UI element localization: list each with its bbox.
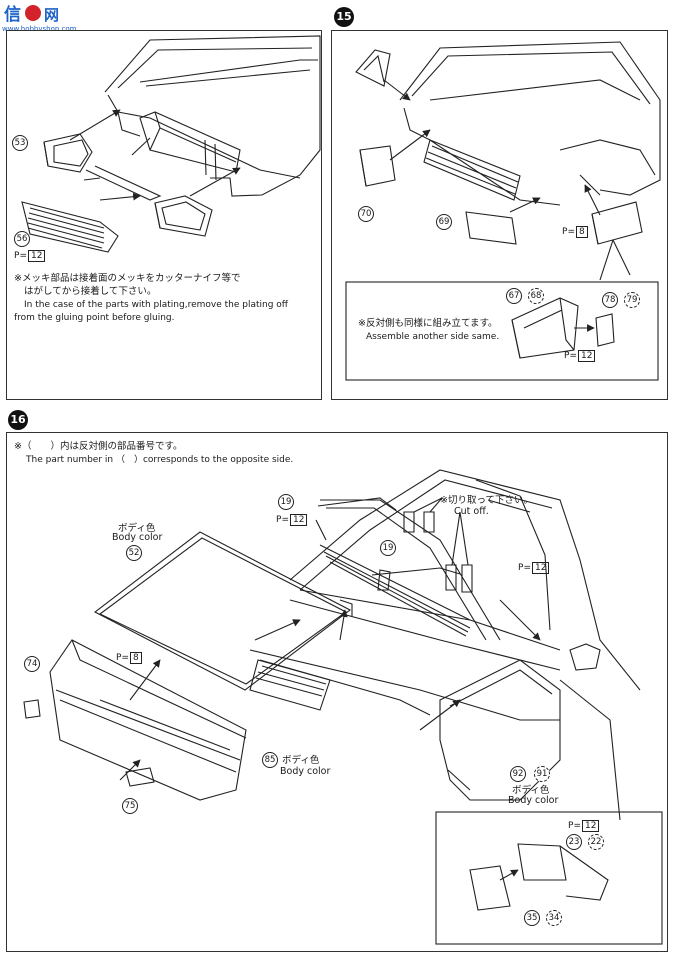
cut-off-note-en: Cut off.: [454, 506, 489, 517]
step-15-badge: 15: [334, 7, 354, 27]
pref-number: 8: [129, 652, 142, 664]
pref-letter: P: [568, 821, 574, 831]
part-78: 78: [602, 292, 618, 308]
panel14-note-en-2: from the gluing point before gluing.: [14, 313, 175, 323]
watermark-url: www.hobbyshop.com: [2, 25, 77, 33]
watermark-logo: 信 网 www.hobbyshop.com: [0, 0, 77, 36]
fender-body-color-en: Body color: [508, 795, 559, 806]
part-ref-p12: P=12: [564, 350, 596, 362]
part-ref-p12: P=12: [14, 250, 46, 262]
part-52: 52: [126, 545, 142, 561]
svg-text:网: 网: [44, 6, 59, 24]
part-35: 35: [524, 910, 540, 926]
part-91: 91: [534, 766, 550, 782]
panel14-note-en-1: In the case of the parts with plating,re…: [24, 300, 288, 310]
pref-letter: P: [14, 251, 20, 261]
fender-body-color-jp: ボディ色: [512, 785, 550, 796]
part-ref-p12-upper: P=12: [276, 514, 308, 526]
part-79: 79: [624, 292, 640, 308]
part-19-upper: 19: [278, 494, 294, 510]
bumper-body-color-en: Body color: [280, 766, 331, 777]
pref-number: 12: [289, 514, 308, 526]
pref-number: 8: [575, 226, 588, 238]
panel14-note-jp-2: はがしてから接着して下さい。: [24, 286, 157, 297]
step-16-badge: 16: [8, 410, 28, 430]
part-22: 22: [588, 834, 604, 850]
part-ref-p12-inset: P=12: [568, 820, 600, 832]
part-53: 53: [12, 135, 28, 151]
pref-number: 12: [27, 250, 46, 262]
pref-letter: P: [276, 515, 282, 525]
panel14-note-jp-1: ※メッキ部品は接着面のメッキをカッターナイフ等で: [14, 273, 241, 284]
panel15-note-jp: ※反対側も同様に組み立てます。: [358, 318, 498, 329]
panel16-note-jp: ※（ ）内は反対側の部品番号です。: [14, 441, 183, 452]
part-23: 23: [566, 834, 582, 850]
part-70: 70: [358, 206, 374, 222]
part-85: 85: [262, 752, 278, 768]
panel-step-16: [6, 432, 668, 952]
part-74: 74: [24, 656, 40, 672]
part-67: 67: [506, 288, 522, 304]
cut-off-note-jp: ※切り取って下さい。: [440, 495, 533, 506]
hood-body-color-jp: ボディ色: [118, 523, 156, 534]
part-ref-p8: P=8: [562, 226, 588, 238]
part-19-lower: 19: [380, 540, 396, 556]
part-68: 68: [528, 288, 544, 304]
pref-number: 12: [577, 350, 596, 362]
pref-number: 12: [531, 562, 550, 574]
bumper-body-color-jp: ボディ色: [282, 755, 320, 766]
svg-text:信: 信: [4, 4, 21, 25]
hood-body-color-en: Body color: [112, 532, 163, 543]
panel15-note-en: Assemble another side same.: [366, 332, 500, 342]
part-56: 56: [14, 231, 30, 247]
pref-letter: P: [562, 227, 568, 237]
pref-number: 12: [581, 820, 600, 832]
pref-letter: P: [116, 653, 122, 663]
pref-letter: P: [518, 563, 524, 573]
part-ref-p12-right: P=12: [518, 562, 550, 574]
pref-letter: P: [564, 351, 570, 361]
part-ref-p8: P=8: [116, 652, 142, 664]
panel16-note-en: The part number in （ ）corresponds to the…: [26, 455, 294, 465]
part-34: 34: [546, 910, 562, 926]
part-75: 75: [122, 798, 138, 814]
part-92: 92: [510, 766, 526, 782]
part-69: 69: [436, 214, 452, 230]
